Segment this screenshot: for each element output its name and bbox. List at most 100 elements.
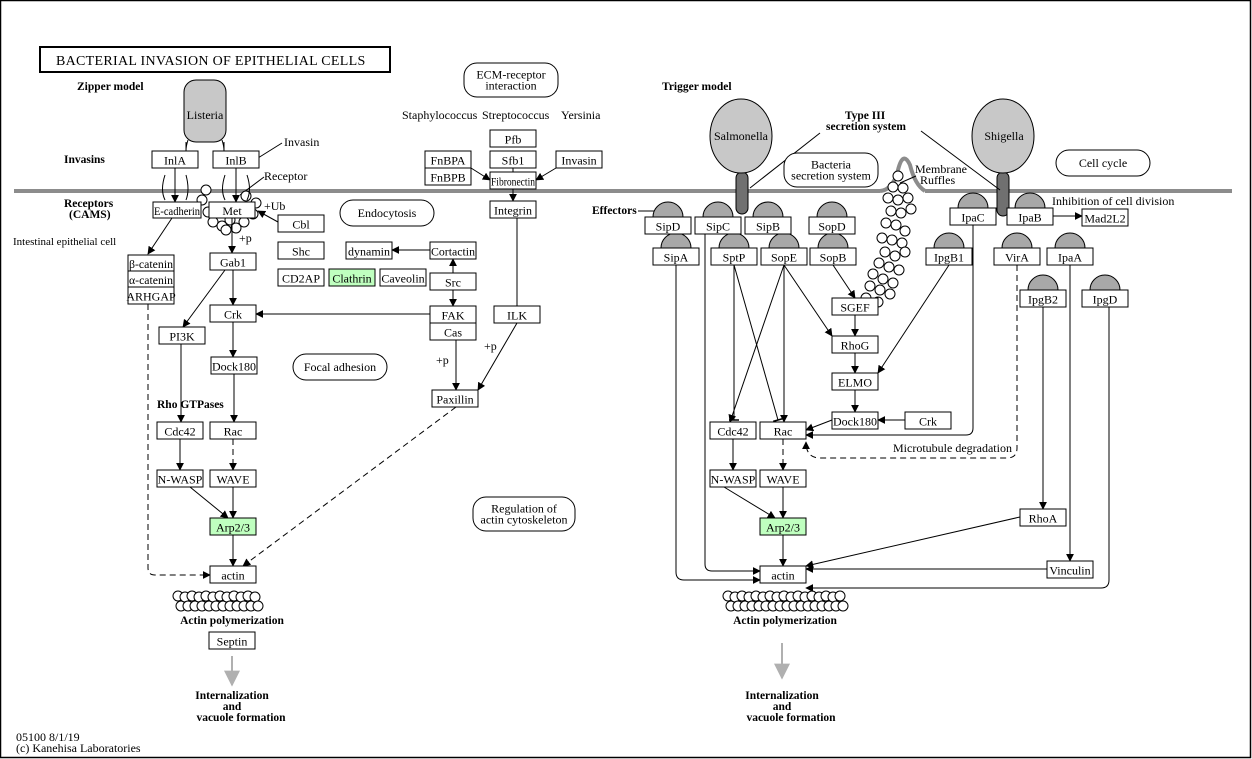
gene-inla[interactable]: InlA bbox=[151, 150, 199, 169]
gene-dynamin[interactable]: dynamin bbox=[345, 241, 393, 260]
gene-arhgap[interactable]: ARHGAP bbox=[126, 286, 176, 305]
gene-bcatenin[interactable]: β-catenin bbox=[127, 254, 175, 272]
map-label: secretion system bbox=[791, 169, 871, 183]
gene-clathrin[interactable]: Clathrin bbox=[328, 268, 376, 287]
gene-sfb1[interactable]: Sfb1 bbox=[489, 150, 537, 169]
gene-ilk[interactable]: ILK bbox=[493, 305, 541, 324]
ruffle-actin bbox=[884, 288, 896, 300]
gene-arp23-r[interactable]: Arp2/3 bbox=[759, 517, 807, 536]
gene-label: SipA bbox=[664, 251, 689, 265]
receptors-label: Receptors bbox=[64, 198, 114, 210]
gene-rac-r[interactable]: Rac bbox=[759, 421, 807, 440]
gene-label: FnBPA bbox=[431, 154, 466, 168]
gene-sptp[interactable]: SptP bbox=[710, 247, 758, 266]
ruffle-actin bbox=[889, 250, 901, 262]
map-focal-adhesion[interactable]: Focal adhesion bbox=[292, 353, 388, 381]
gene-vinculin[interactable]: Vinculin bbox=[1046, 560, 1094, 579]
gene-wave-l[interactable]: WAVE bbox=[209, 469, 257, 488]
gene-ipgd[interactable]: IpgD bbox=[1081, 289, 1129, 308]
map-label: Focal adhesion bbox=[304, 360, 376, 374]
gene-src[interactable]: Src bbox=[429, 272, 477, 291]
gene-label: Cbl bbox=[292, 218, 310, 232]
ruffle-actin bbox=[892, 194, 904, 206]
gene-elmo[interactable]: ELMO bbox=[831, 372, 879, 391]
gene-crk-l[interactable]: Crk bbox=[209, 304, 257, 323]
gene-integrin[interactable]: Integrin bbox=[489, 200, 537, 219]
gene-actin-r[interactable]: actin bbox=[759, 565, 807, 584]
gene-cd2ap[interactable]: CD2AP bbox=[277, 268, 325, 287]
gene-paxillin[interactable]: Paxillin bbox=[431, 389, 479, 408]
map-cell-cycle[interactable]: Cell cycle bbox=[1055, 149, 1151, 177]
gene-label: IpgB1 bbox=[934, 251, 964, 265]
interaction-edge bbox=[147, 217, 173, 255]
gene-dock180-r[interactable]: Dock180 bbox=[831, 411, 879, 430]
gene-sipa[interactable]: SipA bbox=[652, 247, 700, 266]
gene-rac-l[interactable]: Rac bbox=[209, 421, 257, 440]
gene-invasin[interactable]: Invasin bbox=[555, 150, 603, 169]
gene-sope[interactable]: SopE bbox=[760, 247, 808, 266]
gene-fnbpa[interactable]: FnBPA bbox=[424, 150, 472, 169]
gene-cortactin[interactable]: Cortactin bbox=[429, 241, 477, 260]
gene-label: SopD bbox=[818, 220, 846, 234]
gene-shc[interactable]: Shc bbox=[277, 241, 325, 260]
gene-cbl[interactable]: Cbl bbox=[277, 214, 325, 233]
gene-ipab[interactable]: IpaB bbox=[1006, 207, 1054, 226]
effector-cap bbox=[817, 232, 849, 249]
gene-fibronectin[interactable]: Fibronectin bbox=[489, 171, 537, 190]
gene-pfb[interactable]: Pfb bbox=[489, 129, 537, 148]
gene-label: α-catenin bbox=[129, 273, 173, 287]
salmonella-bacterium[interactable]: Salmonella bbox=[709, 98, 773, 215]
gene-sipc[interactable]: SipC bbox=[694, 216, 742, 235]
gene-wave-r[interactable]: WAVE bbox=[759, 469, 807, 488]
gene-ipaa[interactable]: IpaA bbox=[1046, 247, 1094, 266]
gene-cas[interactable]: Cas bbox=[429, 322, 477, 341]
actin-polymerization-right: Actin polymerization bbox=[733, 615, 837, 627]
gene-arp23-l[interactable]: Arp2/3 bbox=[209, 517, 257, 536]
gene-sipb[interactable]: SipB bbox=[744, 216, 792, 235]
gene-ipgb1[interactable]: IpgB1 bbox=[925, 247, 973, 266]
gene-caveolin[interactable]: Caveolin bbox=[379, 268, 427, 287]
gene-dock180-l[interactable]: Dock180 bbox=[210, 356, 258, 375]
shigella-bacterium[interactable]: Shigella bbox=[971, 98, 1035, 217]
gene-label: Rac bbox=[224, 425, 243, 439]
gene-crk-r[interactable]: Crk bbox=[904, 411, 952, 430]
gene-vira[interactable]: VirA bbox=[993, 247, 1041, 266]
listeria-bacterium[interactable]: Listeria bbox=[183, 79, 227, 143]
gene-septin[interactable]: Septin bbox=[208, 631, 256, 650]
gene-cdc42-l[interactable]: Cdc42 bbox=[156, 421, 204, 440]
gene-ecadherin[interactable]: E-cadherin bbox=[152, 201, 202, 219]
gene-sopd[interactable]: SopD bbox=[808, 216, 856, 235]
gene-pi3k[interactable]: PI3K bbox=[158, 326, 206, 345]
gene-met[interactable]: Met bbox=[208, 201, 256, 219]
gene-ipgb2[interactable]: IpgB2 bbox=[1019, 289, 1067, 308]
map-label: Regulation of bbox=[491, 502, 557, 516]
map-endocytosis[interactable]: Endocytosis bbox=[339, 199, 435, 227]
effector-cap bbox=[1089, 274, 1121, 291]
gene-ipac[interactable]: IpaC bbox=[949, 207, 997, 226]
gene-sopb[interactable]: SopB bbox=[809, 247, 857, 266]
gene-fnbpb[interactable]: FnBPB bbox=[424, 167, 472, 186]
gene-fak[interactable]: FAK bbox=[429, 305, 477, 324]
interaction-edge bbox=[783, 264, 833, 337]
gene-label: Cortactin bbox=[431, 245, 475, 259]
gene-sipd[interactable]: SipD bbox=[644, 216, 692, 235]
gene-nwasp-l[interactable]: N-WASP bbox=[156, 469, 204, 488]
p-annotation-fak: +p bbox=[436, 353, 449, 367]
gene-label: ARHGAP bbox=[126, 290, 176, 304]
gene-sgef[interactable]: SGEF bbox=[831, 297, 879, 316]
gene-mad2l2[interactable]: Mad2L2 bbox=[1081, 208, 1129, 227]
gene-acatenin[interactable]: α-catenin bbox=[127, 270, 175, 288]
gene-inlb[interactable]: InlB bbox=[212, 150, 260, 169]
internalization-left-1: Internalization bbox=[195, 690, 269, 702]
gene-label: SipB bbox=[756, 220, 780, 234]
gene-gab1[interactable]: Gab1 bbox=[209, 252, 257, 271]
gene-nwasp-r[interactable]: N-WASP bbox=[709, 469, 757, 488]
gene-cdc42-r[interactable]: Cdc42 bbox=[709, 421, 757, 440]
gene-rhog[interactable]: RhoG bbox=[831, 335, 879, 354]
gene-rhoa[interactable]: RhoA bbox=[1019, 508, 1067, 527]
gene-actin-l[interactable]: actin bbox=[209, 565, 257, 584]
gene-label: ELMO bbox=[838, 376, 872, 390]
